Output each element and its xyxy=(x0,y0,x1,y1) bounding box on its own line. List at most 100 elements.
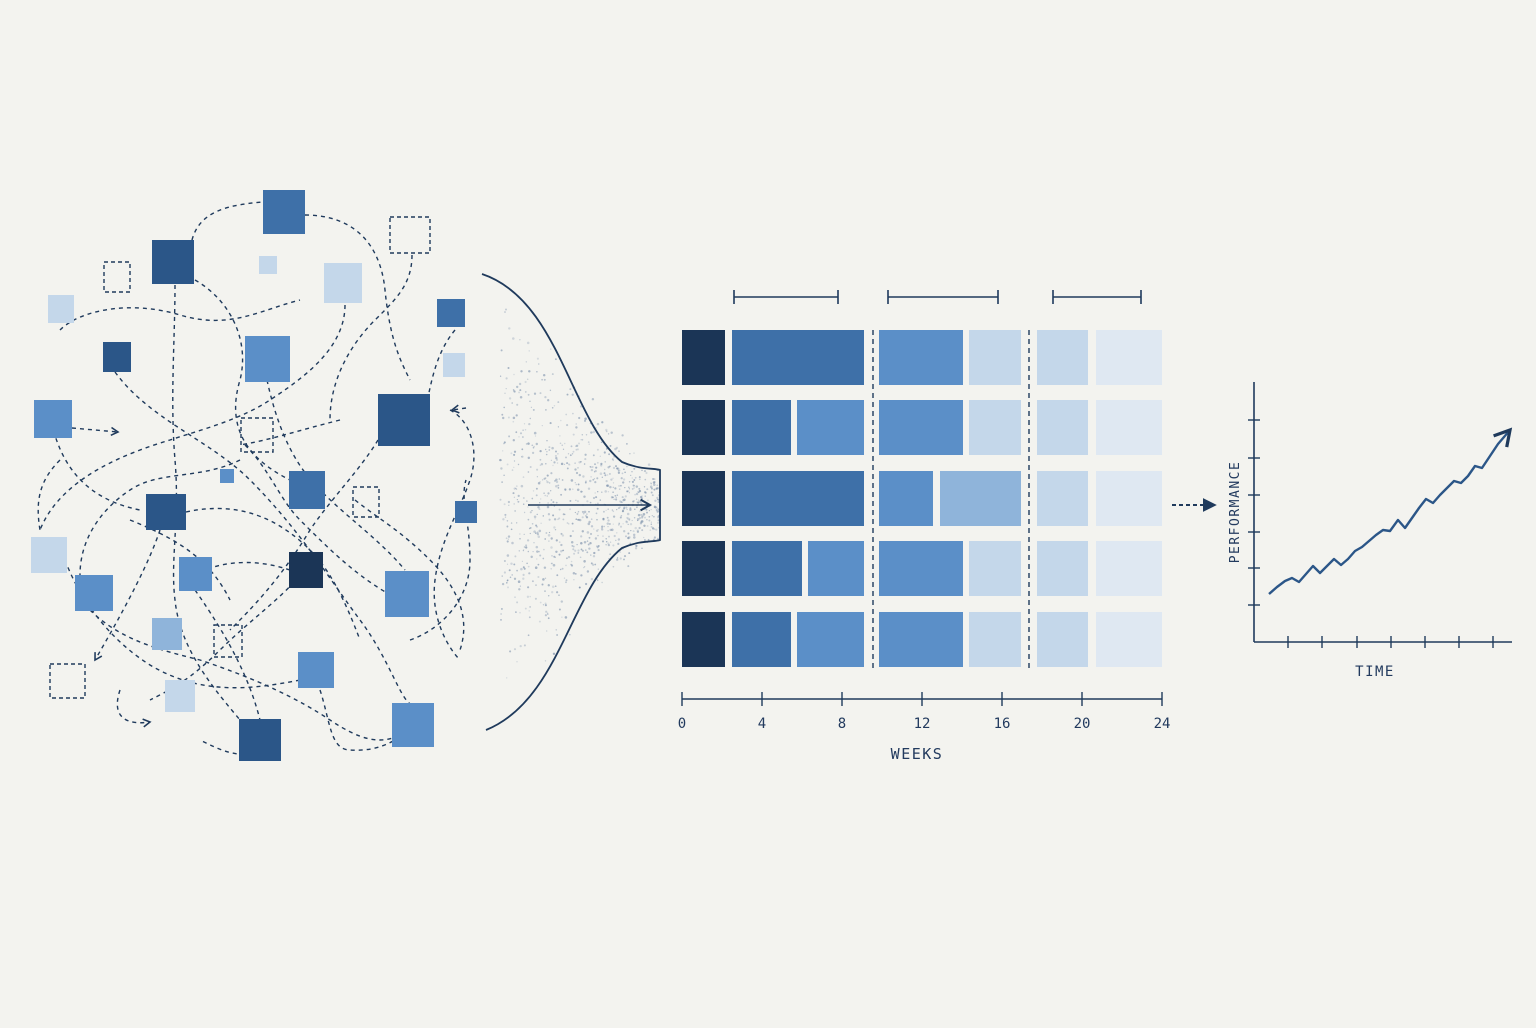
funnel-speck xyxy=(559,442,562,445)
funnel-speck xyxy=(590,554,592,556)
funnel-speck xyxy=(553,526,556,529)
funnel-speck xyxy=(508,435,511,438)
funnel-speck xyxy=(563,577,566,579)
funnel-speck xyxy=(572,450,575,453)
phase-dividers xyxy=(872,330,1030,668)
funnel-speck xyxy=(593,478,596,480)
timeline-block xyxy=(1037,471,1088,526)
funnel-speck xyxy=(648,509,651,512)
funnel-speck xyxy=(550,568,552,570)
funnel-speck xyxy=(534,566,538,569)
funnel-speck xyxy=(549,389,552,392)
funnel-speck xyxy=(583,566,586,568)
funnel-speck xyxy=(557,426,560,428)
funnel-speck xyxy=(619,557,622,560)
funnel-speck xyxy=(603,472,606,475)
funnel-speck xyxy=(564,488,567,491)
funnel-speck xyxy=(525,546,528,549)
funnel-speck xyxy=(643,536,645,539)
funnel-speck xyxy=(612,491,614,494)
task-square xyxy=(437,299,465,327)
funnel-speck xyxy=(547,502,549,504)
funnel-speck xyxy=(555,358,557,361)
funnel-speck xyxy=(633,452,635,454)
funnel-speck xyxy=(578,416,581,420)
funnel-speck xyxy=(570,564,574,567)
funnel-speck xyxy=(601,476,603,478)
funnel-speck xyxy=(522,549,525,551)
tangled-dependency-links xyxy=(37,201,475,755)
funnel-speck xyxy=(602,517,605,520)
funnel-speck xyxy=(580,439,582,441)
funnel-speck xyxy=(552,501,555,504)
funnel-speck xyxy=(565,456,567,459)
funnel-speck xyxy=(528,370,531,373)
funnel-speck xyxy=(610,478,613,481)
funnel-speck xyxy=(530,555,533,559)
funnel-speck xyxy=(509,650,512,653)
funnel-speck xyxy=(575,483,578,486)
funnel-speck xyxy=(525,544,528,547)
funnel-speck xyxy=(507,538,510,540)
funnel-speck xyxy=(652,481,656,484)
funnel-speck xyxy=(642,513,646,516)
funnel-speck xyxy=(576,500,579,503)
funnel-speck xyxy=(528,422,531,426)
funnel-speck xyxy=(551,585,555,589)
funnel-speck xyxy=(566,393,569,396)
funnel-speck xyxy=(530,406,533,408)
funnel-speck xyxy=(596,502,599,505)
funnel-speck xyxy=(637,513,641,517)
funnel-speck xyxy=(573,579,575,581)
funnel-outline xyxy=(481,273,661,731)
funnel-speck xyxy=(612,544,615,547)
funnel-speck xyxy=(504,513,507,516)
funnel-speck xyxy=(597,549,600,552)
funnel-speck xyxy=(609,444,612,447)
funnel-speck xyxy=(605,428,608,432)
funnel-speck xyxy=(499,458,502,462)
funnel-speck xyxy=(644,507,647,510)
weeks-axis-label: WEEKS xyxy=(891,745,944,763)
funnel-speck xyxy=(511,541,514,545)
funnel-speck xyxy=(506,463,509,466)
funnel-speck xyxy=(627,536,630,540)
funnel-speck xyxy=(595,427,597,429)
funnel-speck xyxy=(590,518,593,520)
funnel-speck xyxy=(599,472,603,475)
funnel-speck xyxy=(583,463,586,465)
funnel-speck xyxy=(584,453,587,456)
funnel-speck xyxy=(560,419,562,422)
funnel-speck xyxy=(561,444,563,446)
perf-y-label: PERFORMANCE xyxy=(1228,461,1243,564)
funnel-speck xyxy=(585,434,588,436)
funnel-speck xyxy=(581,549,584,552)
funnel-speck xyxy=(521,448,524,451)
task-square xyxy=(103,342,131,372)
funnel-speck xyxy=(511,402,513,404)
funnel-speck xyxy=(618,450,620,452)
funnel-speck xyxy=(566,424,569,427)
timeline-block xyxy=(1037,612,1088,667)
funnel-speck xyxy=(618,523,621,525)
timeline-block xyxy=(732,471,864,526)
funnel-speck xyxy=(500,349,503,352)
timeline-block xyxy=(808,541,864,596)
funnel-speck xyxy=(646,525,649,527)
funnel-speck xyxy=(626,465,628,468)
timeline-block xyxy=(969,541,1021,596)
funnel-speck xyxy=(617,471,621,474)
funnel-speck xyxy=(558,541,561,543)
funnel-speck xyxy=(519,644,522,648)
funnel-speck xyxy=(627,517,630,521)
funnel-speck xyxy=(514,596,516,598)
funnel-speck xyxy=(601,525,604,528)
funnel-speck xyxy=(523,546,526,548)
funnel-speck xyxy=(605,448,608,450)
funnel-speck xyxy=(545,453,548,456)
funnel-speck xyxy=(550,472,553,475)
funnel-speck xyxy=(586,531,590,534)
funnel-speck xyxy=(641,547,643,550)
funnel-speck xyxy=(544,538,547,540)
funnel-speck xyxy=(528,527,531,530)
